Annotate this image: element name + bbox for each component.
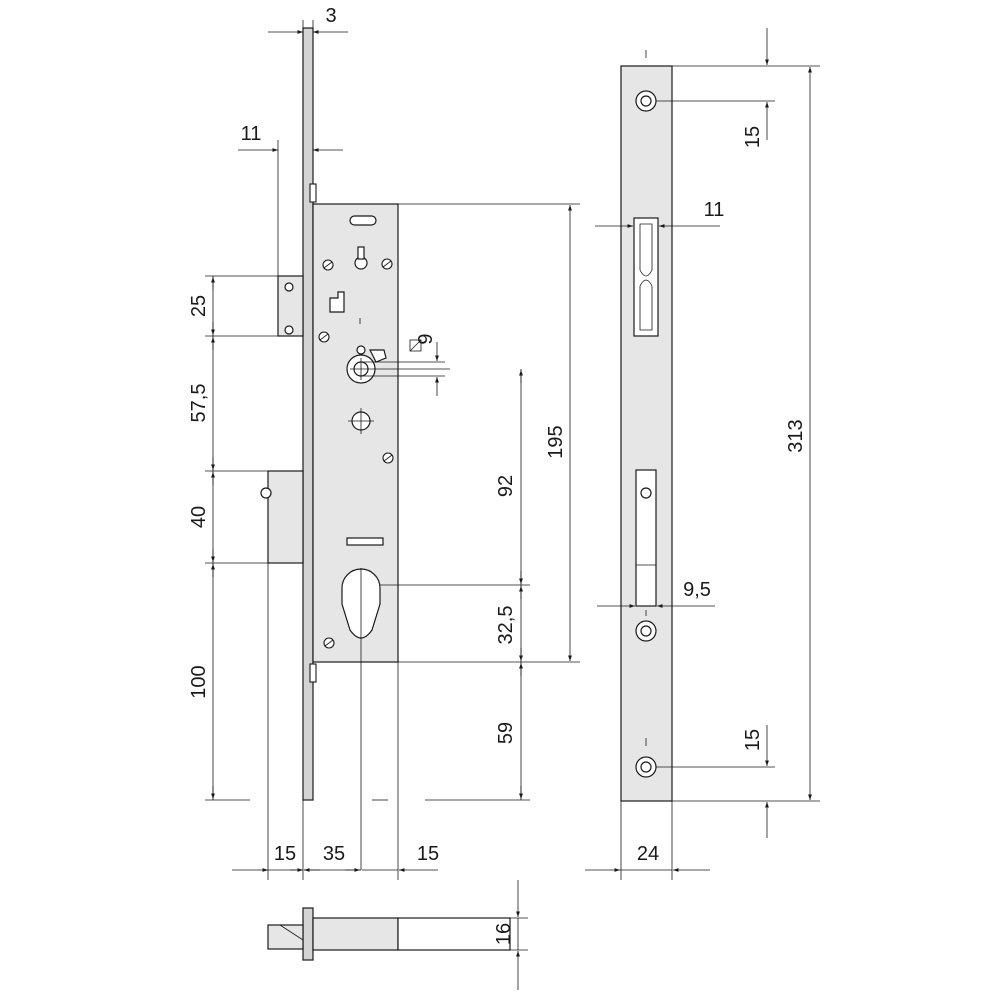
faceplate-screw <box>309 663 317 683</box>
dim-label: 9,5 <box>683 579 711 601</box>
dim-plate-length: 313 <box>672 67 820 802</box>
screw-icon <box>322 259 334 271</box>
dim-label: 100 <box>188 665 210 698</box>
deadbolt <box>267 470 304 564</box>
dim-label: 40 <box>188 506 210 528</box>
dim-backset-top: 11 <box>238 123 343 276</box>
dim-strike-bolt-slot: 9,5 <box>597 579 715 608</box>
lever-bracket <box>329 291 345 313</box>
top-view-faceplate <box>302 907 314 961</box>
dim-label: 15 <box>742 126 764 148</box>
faceplate-screw <box>309 183 317 203</box>
case-slot <box>346 537 384 546</box>
bolt-slot <box>635 469 657 607</box>
case-slot <box>349 215 377 226</box>
dim-plate-width: 24 <box>585 801 710 880</box>
strike-plate <box>620 65 673 802</box>
latch-pin <box>284 282 294 292</box>
latch-pin <box>284 325 294 335</box>
faceplate <box>302 27 314 801</box>
spindle-top-mark <box>356 345 366 355</box>
dim-label: 32,5 <box>495 606 517 645</box>
dim-bottom-extensions <box>267 563 530 880</box>
lock-top-view <box>267 907 528 961</box>
dim-label: 11 <box>241 123 262 145</box>
dim-label: 313 <box>785 419 807 452</box>
mortise-lock-side-view <box>260 27 399 801</box>
dim-left-vertical-chain: 25 57,5 40 100 <box>188 275 278 801</box>
dim-label: 92 <box>495 475 517 497</box>
spindle-cam <box>369 349 387 363</box>
dim-label: 3 <box>325 5 336 27</box>
dim-faceplate-thickness: 3 <box>268 5 348 40</box>
screw-icon <box>381 258 393 270</box>
dim-label: 57,5 <box>188 384 210 423</box>
dim-label: 24 <box>637 843 659 865</box>
dim-label: 15 <box>274 843 296 865</box>
dim-label: 25 <box>188 295 210 317</box>
dim-strike-slot-width: 11 <box>595 199 725 228</box>
dim-label: 16 <box>493 923 515 945</box>
dim-case-height: 195 <box>398 203 580 663</box>
screw-icon <box>318 331 330 343</box>
dim-label: 11 <box>704 199 725 221</box>
centre-lines <box>348 358 530 870</box>
strike-plate-view <box>620 50 673 802</box>
dim-label: 15 <box>742 729 764 751</box>
dim-right-vertical-chain: 92 32,5 59 <box>398 369 530 800</box>
dim-strike-hole-bottom: 15 <box>656 725 775 838</box>
screw-icon <box>323 637 335 649</box>
screw-icon <box>382 452 394 464</box>
latch-slot <box>633 217 659 337</box>
dim-case-thickness: 16 <box>493 880 520 990</box>
top-view-latch-bevel <box>279 924 304 941</box>
square-symbol-icon <box>409 339 422 352</box>
dim-label: 9 <box>415 333 437 344</box>
dim-label: 59 <box>495 722 517 744</box>
deadbolt-pin <box>260 487 272 499</box>
dim-strike-hole-top: 15 <box>656 28 820 148</box>
dim-label: 15 <box>417 843 439 865</box>
dim-label: 195 <box>545 425 567 458</box>
dim-spindle-square: 9 <box>361 333 445 396</box>
dim-bottom-horizontal: 15 35 15 <box>232 843 439 872</box>
case-hole-stem <box>357 246 365 260</box>
top-view-case <box>312 917 399 951</box>
dim-label: 35 <box>323 843 345 865</box>
top-view-case-rear <box>397 917 511 951</box>
